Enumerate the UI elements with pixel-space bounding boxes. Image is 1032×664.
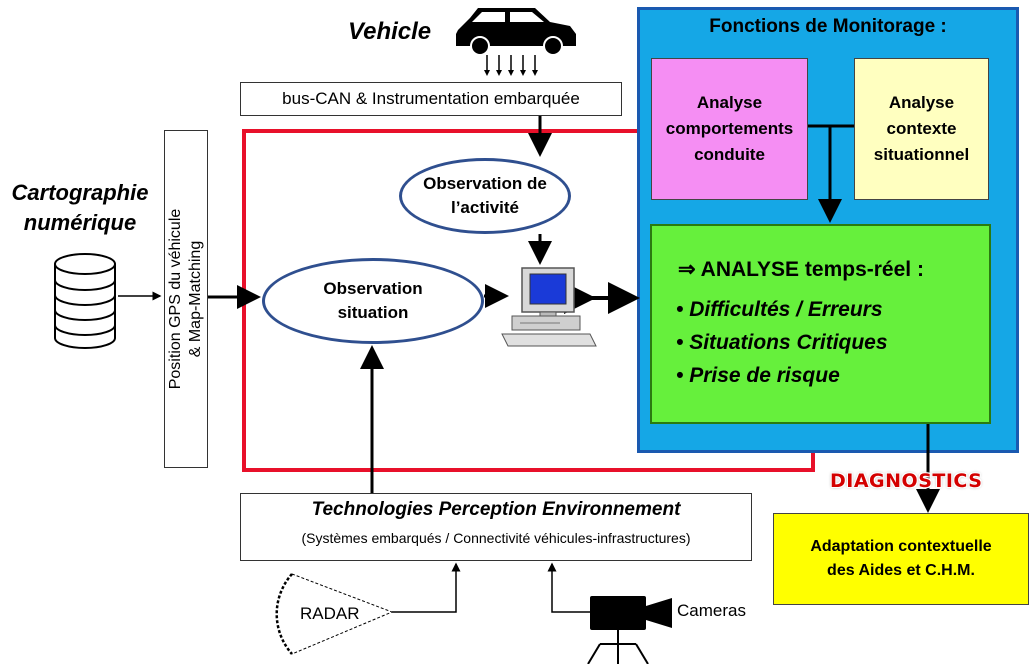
observation-situation-line2: situation [337, 303, 409, 322]
context-line1: Analyse [888, 93, 955, 112]
camera-label: Cameras [677, 601, 746, 620]
technologies-subtitle: (Systèmes embarqués / Connectivité véhic… [301, 530, 691, 546]
bullet-text: Situations Critiques [689, 331, 888, 354]
adaptation-line1: Adaptation contextuelle [810, 538, 992, 555]
observation-activity-line1: Observation de [423, 174, 547, 193]
bullet-text: Difficultés / Erreurs [689, 298, 883, 321]
context-line2: contexte [886, 119, 957, 138]
technologies-box [240, 493, 752, 561]
gps-text: Position GPS du véhicule & Map-Matching [166, 209, 206, 390]
cartography-line1: Cartographie [11, 180, 149, 205]
realtime-bullet: • Difficultés / Erreurs [676, 298, 883, 321]
observation-situation-line1: Observation [323, 279, 423, 298]
can-instrumentation-box: bus-CAN & Instrumentation embarquée [240, 82, 622, 116]
gps-line1: Position GPS du véhicule [167, 208, 184, 390]
observation-activity-line2: l’activité [450, 198, 520, 217]
bullet-text: Prise de risque [689, 364, 840, 387]
computer-icon [501, 267, 597, 347]
car-icon [456, 8, 576, 76]
adaptation-box: Adaptation contextuelle des Aides et C.H… [773, 513, 1029, 605]
behaviour-line1: Analyse [696, 93, 763, 112]
gps-line2: & Map-Matching [187, 240, 204, 358]
diagnostics-label: DIAGNOSTICS [830, 470, 983, 492]
arrow-camera-to-tech [547, 562, 590, 613]
behaviour-line2: comportements [665, 119, 794, 138]
behaviour-analysis-box: Analyse comportements conduite [651, 58, 808, 200]
radar-icon [275, 573, 394, 655]
context-analysis-box: Analyse contexte situationnel [854, 58, 989, 200]
red-frame [242, 129, 815, 472]
monitoring-title: Fonctions de Monitorage : [709, 16, 947, 37]
gps-map-matching-box: Position GPS du véhicule & Map-Matching [164, 130, 208, 468]
cartography-label: Cartographie numérique [0, 178, 160, 238]
realtime-analysis-box [650, 224, 991, 424]
technologies-title: Technologies Perception Environnement [311, 499, 681, 520]
arrow-radar-to-tech [392, 562, 461, 613]
context-line3: situationnel [873, 145, 970, 164]
database-icon [54, 253, 116, 349]
observation-activity-ellipse: Observation de l’activité [399, 158, 571, 234]
behaviour-line3: conduite [694, 145, 765, 164]
radar-label: RADAR [300, 604, 360, 623]
realtime-analysis-title: ⇒ ANALYSE temps-réel : [678, 258, 924, 281]
adaptation-line2: des Aides et C.H.M. [827, 562, 975, 579]
realtime-bullet: • Situations Critiques [676, 331, 888, 354]
realtime-bullet: • Prise de risque [676, 364, 840, 387]
cartography-line2: numérique [23, 210, 137, 235]
observation-situation-ellipse: Observation situation [262, 258, 484, 344]
camera-icon [587, 596, 672, 664]
vehicle-label: Vehicle [348, 18, 432, 45]
